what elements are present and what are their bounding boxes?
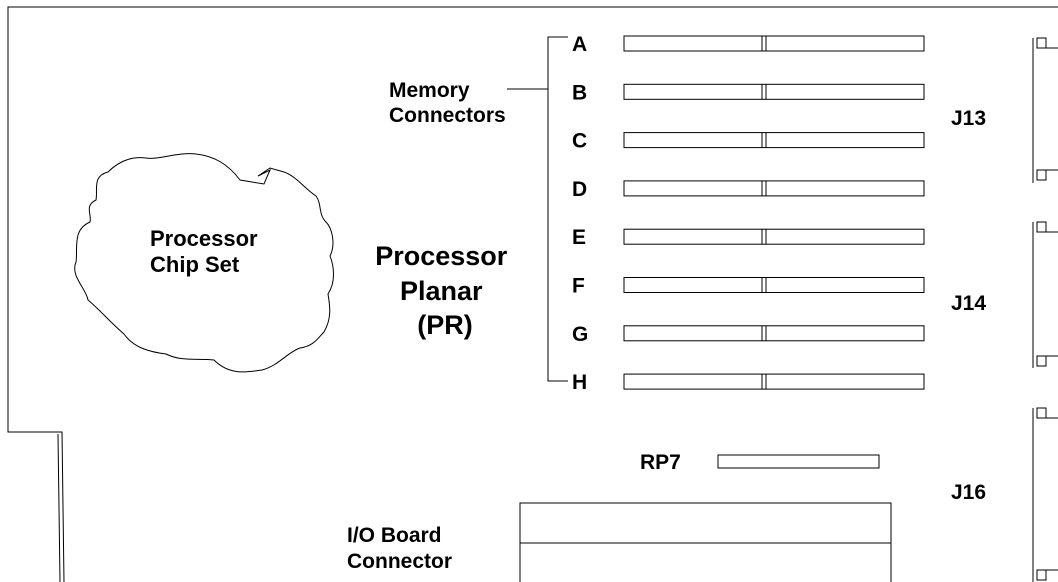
memory-slot-label: D xyxy=(572,178,587,201)
j14-label: J14 xyxy=(951,292,986,315)
j16-connector xyxy=(1032,407,1058,582)
processor-planar-label: Processor Planar (PR) xyxy=(375,241,515,340)
memory-slot-label: E xyxy=(572,226,586,249)
io-board-connector-label: I/O Board Connector xyxy=(347,524,452,573)
rp7-connector xyxy=(717,454,880,469)
j14-connector xyxy=(1032,221,1058,368)
j13-label: J13 xyxy=(951,107,986,130)
memory-slot-label: G xyxy=(572,323,588,346)
memory-slot-label: B xyxy=(572,81,587,104)
j16-label: J16 xyxy=(951,481,986,504)
memory-slot-c: C xyxy=(572,130,925,153)
memory-slot-f: F xyxy=(572,275,925,298)
memory-slot-connector xyxy=(623,325,925,342)
board-outline xyxy=(7,6,1058,582)
processor-chip-set-outline xyxy=(74,153,334,373)
memory-slot-connector xyxy=(623,83,925,100)
memory-slots: A B C D E F G H xyxy=(572,33,925,394)
memory-slot-connector xyxy=(623,132,925,149)
memory-slot-label: H xyxy=(572,371,587,394)
memory-slot-h: H xyxy=(572,371,925,394)
memory-slot-b: B xyxy=(572,81,925,104)
board-edge-inner xyxy=(57,433,61,582)
memory-slot-label: F xyxy=(572,275,585,298)
memory-slot-label: A xyxy=(572,33,587,56)
memory-slot-connector xyxy=(623,277,925,293)
memory-slot-d: D xyxy=(572,178,925,201)
rp7-label: RP7 xyxy=(640,451,681,474)
memory-slot-connector xyxy=(623,35,925,52)
memory-connectors-bracket xyxy=(547,36,568,382)
memory-slot-connector xyxy=(623,180,925,197)
memory-slot-e: E xyxy=(572,226,925,249)
memory-slot-connector xyxy=(623,373,925,390)
memory-slot-label: C xyxy=(572,130,587,153)
memory-slot-g: G xyxy=(572,323,925,346)
memory-slot-a: A xyxy=(572,33,925,56)
memory-connectors-label: Memory Connectors xyxy=(389,79,506,127)
memory-slot-connector xyxy=(623,228,925,245)
j13-connector xyxy=(1032,37,1058,183)
processor-chip-set-label: Processor Chip Set xyxy=(150,226,264,277)
